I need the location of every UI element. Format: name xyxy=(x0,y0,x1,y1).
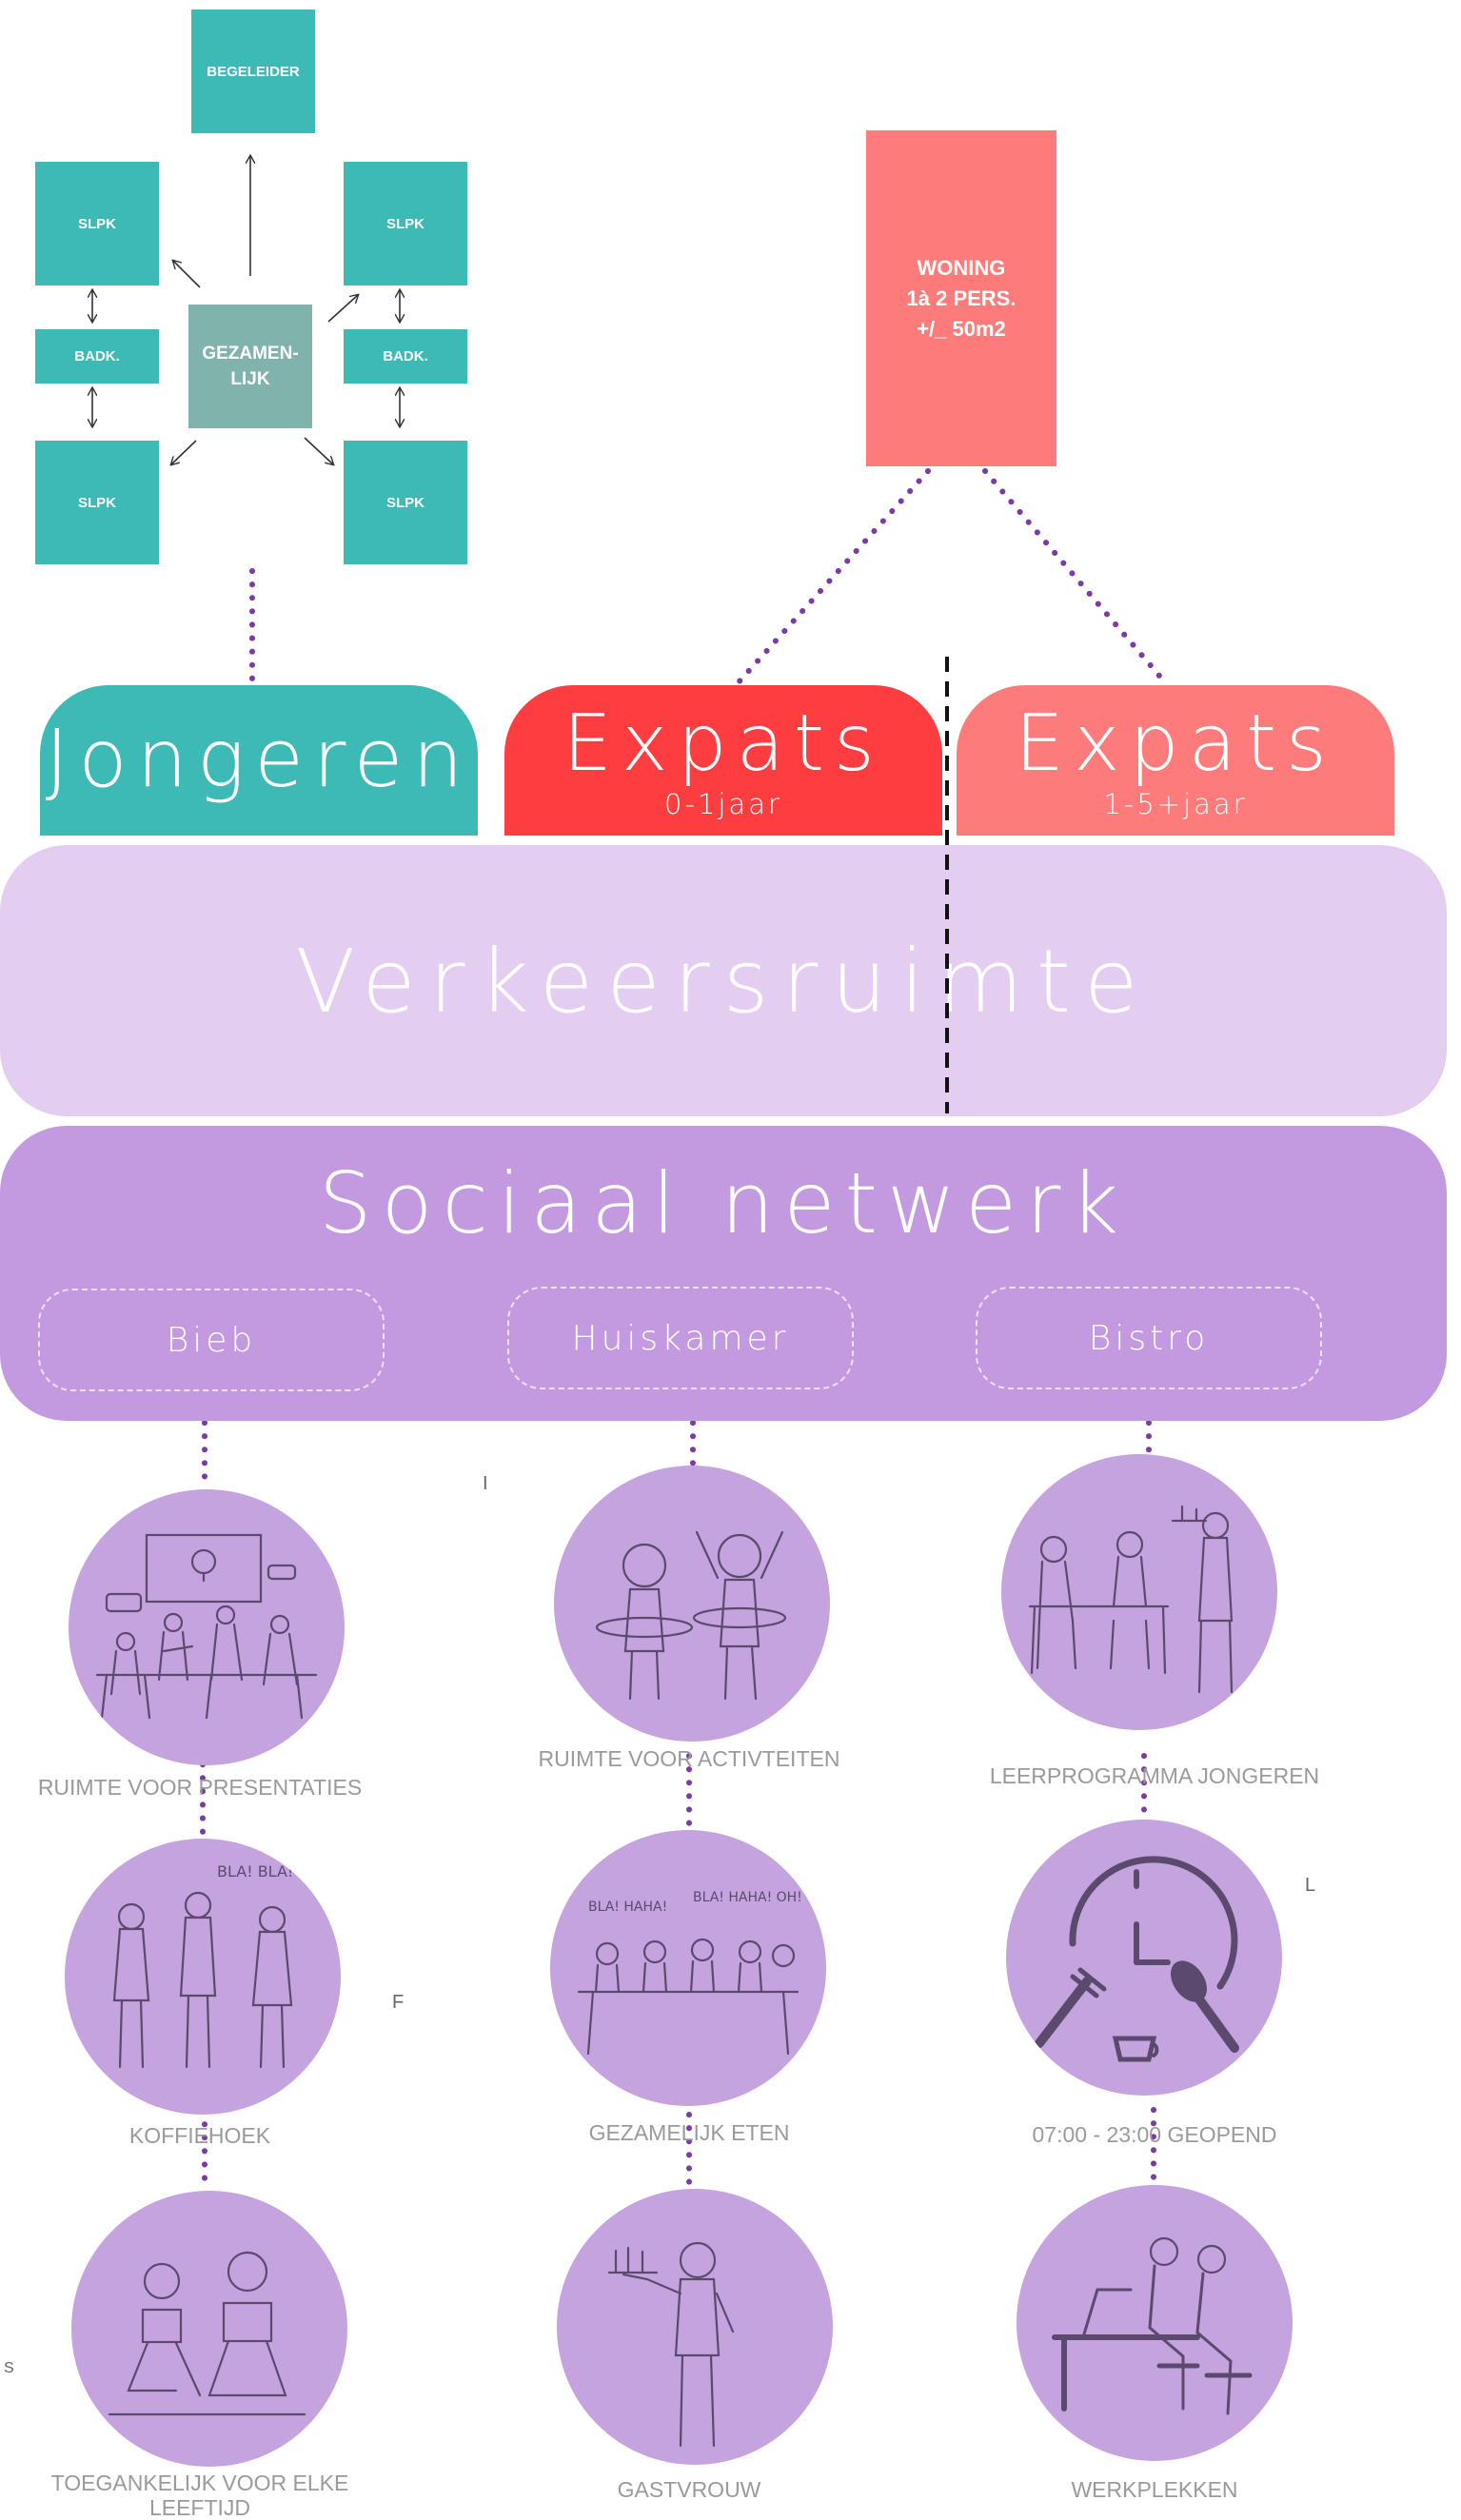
slpk-box-top-right: SLPK xyxy=(344,162,467,285)
stray-mark: L xyxy=(1305,1875,1316,1896)
zone-huiskamer-label: Huiskamer xyxy=(571,1318,790,1358)
badk-label: BADK. xyxy=(383,348,428,364)
svg-text:BLA! HAHA! OH!: BLA! HAHA! OH! xyxy=(693,1890,802,1905)
woning-box: WONING 1à 2 PERS. +/_ 50m2 xyxy=(866,130,1056,466)
svg-text:BLA! HAHA!: BLA! HAHA! xyxy=(588,1900,667,1915)
jongeren-tab: Jongeren xyxy=(40,685,478,836)
svg-text:BLA! BLA!: BLA! BLA! xyxy=(217,1862,293,1880)
opening-hours-illustration xyxy=(1006,1820,1282,2096)
slpk-box-bottom-left: SLPK xyxy=(35,441,159,564)
sociaal-netwerk-title: Sociaal netwerk xyxy=(318,1154,1129,1252)
caption-gezamelijk-eten: GEZAMELIJK ETEN xyxy=(588,2120,790,2145)
gezamenlijk-box: GEZAMEN- LIJK xyxy=(188,305,312,428)
verkeersruimte-title: Verkeersruimte xyxy=(295,931,1152,1033)
zone-bieb-label: Bieb xyxy=(166,1320,257,1360)
caption-koffiehoek: KOFFIEHOEK xyxy=(128,2123,271,2148)
expats-divider-line xyxy=(945,657,949,1113)
stray-mark: I xyxy=(483,1473,488,1494)
hostess-illustration xyxy=(557,2189,833,2465)
zone-bistro-label: Bistro xyxy=(1088,1318,1210,1358)
woning-label: WONING 1à 2 PERS. +/_ 50m2 xyxy=(906,255,1017,341)
caption-toegankelijk: TOEGANKELIJK VOOR ELKE LEEFTIJD xyxy=(50,2471,349,2520)
coffee-corner-illustration: BLA! BLA! xyxy=(65,1839,341,2115)
begeleider-box: BEGELEIDER xyxy=(191,10,315,133)
jongeren-title: Jongeren xyxy=(45,712,473,805)
activities-room-illustration xyxy=(554,1466,830,1742)
sociaal-netwerk-band: Sociaal netwerk xyxy=(0,1126,1447,1421)
caption-gastvrouw: GASTVROUW xyxy=(617,2477,761,2502)
zone-huiskamer: Huiskamer xyxy=(507,1287,854,1389)
all-ages-reading-illustration xyxy=(71,2191,347,2467)
begeleider-label: BEGELEIDER xyxy=(207,63,300,80)
zone-bistro: Bistro xyxy=(976,1287,1322,1389)
workplaces-illustration xyxy=(1017,2185,1293,2461)
shared-dining-illustration: BLA! HAHA! BLA! HAHA! OH! xyxy=(550,1830,826,2106)
caption-activiteiten: RUIMTE VOOR ACTIVTEITEN xyxy=(538,1746,840,1771)
slpk-box-bottom-right: SLPK xyxy=(344,441,467,564)
badk-label: BADK. xyxy=(74,348,120,364)
slpk-box-top-left: SLPK xyxy=(35,162,159,285)
slpk-label: SLPK xyxy=(77,215,116,232)
unit-arrows xyxy=(92,156,400,464)
gezamenlijk-label: GEZAMEN- LIJK xyxy=(202,344,299,389)
expats-short-title: Expats xyxy=(563,699,884,789)
slpk-label: SLPK xyxy=(77,494,116,511)
youth-program-illustration xyxy=(1001,1454,1277,1730)
caption-openingstijden: 07:00 - 23:00 GEOPEND xyxy=(1032,2122,1277,2147)
verkeersruimte-band: Verkeersruimte xyxy=(0,845,1447,1116)
expats-short-tab: Expats 0-1jaar xyxy=(504,685,942,836)
caption-werkplekken: WERKPLEKKEN xyxy=(1071,2477,1238,2502)
badk-box-left: BADK. xyxy=(35,329,159,384)
presentation-room-illustration xyxy=(69,1489,345,1765)
stray-mark: S xyxy=(4,2360,14,2376)
caption-presentaties: RUIMTE VOOR PRESENTATIES xyxy=(37,1775,363,1800)
expats-long-tab: Expats 1-5+jaar xyxy=(957,685,1394,836)
zone-bieb: Bieb xyxy=(38,1289,385,1391)
badk-box-right: BADK. xyxy=(344,329,467,384)
caption-leerprogramma: LEERPROGRAMMA JONGEREN xyxy=(989,1763,1320,1788)
expats-short-subtitle: 0-1jaar xyxy=(664,788,782,820)
slpk-label: SLPK xyxy=(385,215,424,232)
slpk-label: SLPK xyxy=(385,494,424,511)
stray-mark: F xyxy=(392,1992,405,2013)
expats-long-title: Expats xyxy=(1015,699,1336,789)
expats-long-subtitle: 1-5+jaar xyxy=(1103,788,1248,820)
